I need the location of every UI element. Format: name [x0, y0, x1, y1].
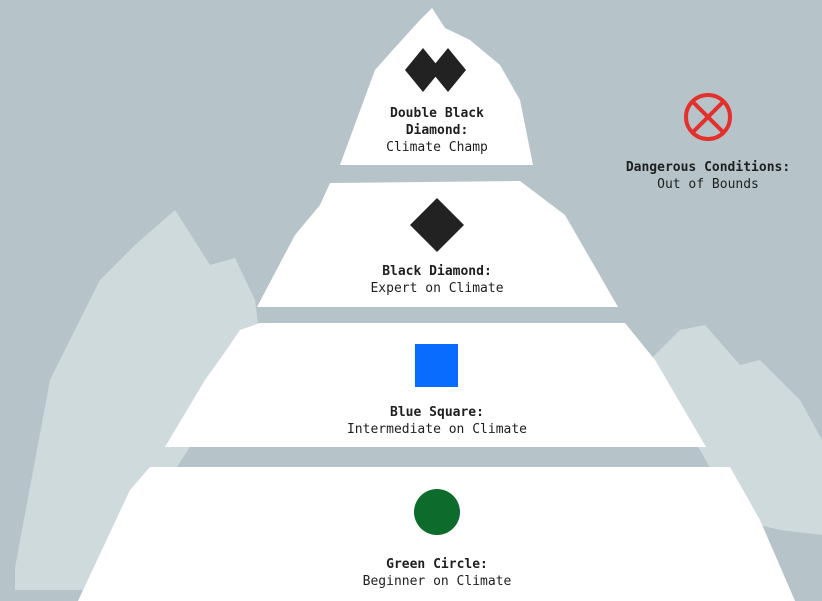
level-subtitle: Intermediate on Climate [346, 422, 527, 437]
blue-square-icon [415, 344, 458, 387]
label-green: Green Circle: Beginner on Climate [297, 556, 577, 590]
green-circle-icon [414, 489, 460, 535]
crossed-circle-ring [684, 93, 732, 141]
level-subtitle: Climate Champ [386, 140, 488, 155]
black-diamond-icon [410, 198, 464, 252]
cross-line-b [691, 100, 725, 134]
label-out-of-bounds: Dangerous Conditions: Out of Bounds [596, 159, 820, 193]
danger-subtitle: Out of Bounds [657, 177, 759, 192]
danger-title: Dangerous Conditions: [625, 160, 791, 175]
right-side-peak [640, 325, 822, 535]
level-title: Blue Square: [390, 405, 484, 420]
label-double-black: Double Black Diamond: Climate Champ [357, 105, 517, 156]
level-subtitle: Beginner on Climate [362, 574, 512, 589]
diamond-left [405, 48, 441, 92]
label-black: Black Diamond: Expert on Climate [317, 263, 557, 297]
level-title: Double Black Diamond: [390, 106, 484, 138]
label-blue: Blue Square: Intermediate on Climate [297, 404, 577, 438]
level-subtitle: Expert on Climate [370, 281, 504, 296]
crossed-circle-icon [684, 93, 732, 141]
level-title: Green Circle: [386, 557, 488, 572]
tier-double-black [340, 8, 533, 165]
left-side-peak [15, 210, 258, 590]
level-title: Black Diamond: [382, 264, 492, 279]
diamond-right [430, 48, 466, 92]
double-black-diamond-icon [405, 48, 466, 92]
